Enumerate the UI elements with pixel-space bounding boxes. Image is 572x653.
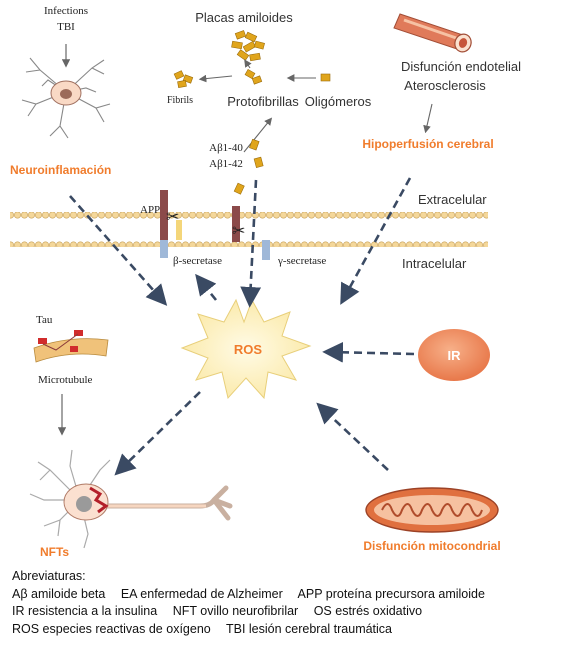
arrow-hipoperfusion-ros — [340, 177, 412, 305]
ir-label: IR — [448, 348, 462, 363]
abeta-peptide-icon — [233, 138, 264, 195]
gamma-secretase-icon — [262, 240, 270, 260]
insulin-resistance-icon — [418, 329, 490, 381]
extracelular-label: Extracelular — [418, 192, 487, 207]
neuron-nft-icon — [29, 449, 233, 549]
abbrev-item: APP proteína precursora amiloide — [297, 586, 485, 601]
abbreviations-line-3: ROS especies reactivas de oxígeno TBI le… — [12, 621, 568, 639]
nfts-label: NFTs — [40, 545, 69, 559]
app-protein-icon: APP — [140, 190, 182, 258]
cell-membrane — [10, 212, 488, 247]
aterosclerosis-label: Aterosclerosis — [404, 78, 486, 93]
arrow-ros-secretase — [195, 273, 218, 301]
microtubule-icon — [33, 330, 109, 363]
arrow-neuroinflammation-ros — [69, 195, 168, 306]
oligomer-icon — [320, 73, 331, 82]
tau-label: Tau — [36, 314, 53, 326]
intracelular-label: Intracelular — [402, 256, 467, 271]
fibrils-icon — [173, 70, 194, 88]
abbrev-item: ROS especies reactivas de oxígeno — [12, 621, 211, 636]
placas-label: Placas amiloides — [195, 10, 293, 25]
ab42-label: Aβ1-42 — [209, 158, 243, 170]
alzheimer-ros-diagram: Infections TBI Neuroinflamación Placas a… — [10, 5, 521, 559]
protofibrils-icon — [244, 68, 263, 85]
ros-label: ROS — [234, 342, 263, 357]
abbrev-item: IR resistencia a la insulina — [12, 604, 158, 618]
abbreviations-line-2: IR resistencia a la insulina NFT ovillo … — [12, 603, 568, 621]
abbreviations-block: Abreviaturas: Aβ amiloide beta EA enferm… — [12, 568, 568, 638]
abbrev-item: TBI lesión cerebral traumática — [225, 621, 393, 636]
tbi-label: TBI — [57, 21, 75, 33]
infections-label: Infections — [44, 5, 88, 17]
disfuncion-endotelial-label: Disfunción endotelial — [401, 59, 521, 74]
app-cleaved-icon: ✂ — [232, 206, 245, 242]
svg-text:✂: ✂ — [232, 223, 245, 240]
scissors-icon: ✂ — [166, 209, 179, 226]
ros-burst-icon — [180, 298, 312, 400]
ab40-label: Aβ1-40 — [209, 142, 243, 154]
abbrev-item: EA enfermedad de Alzheimer — [120, 586, 283, 601]
abbrev-item: NFT ovillo neurofibrilar — [172, 604, 299, 618]
abbrev-item: Aβ amiloide beta — [12, 586, 106, 601]
microtubule-label: Microtubule — [38, 374, 92, 386]
microglia-icon: Infections TBI — [21, 5, 111, 139]
disfuncion-mitocondrial-label: Disfunción mitocondrial — [363, 539, 500, 553]
abbreviations-line-1: Aβ amiloide beta EA enfermedad de Alzhei… — [12, 586, 568, 604]
app-label: APP — [140, 204, 160, 216]
abbrev-item: OS estrés oxidativo — [313, 604, 423, 618]
fibrils-label: Fibrils — [167, 95, 193, 106]
neuroinflamacion-label: Neuroinflamación — [10, 163, 111, 177]
arrow-ros-nft — [114, 391, 201, 476]
beta-secretase-label: β-secretase — [173, 255, 222, 267]
arrow-mitochondria-ros — [316, 402, 389, 471]
arrow-abeta-ros — [240, 179, 262, 308]
arrow-ir-ros — [322, 341, 415, 363]
gamma-secretase-label: γ-secretase — [277, 255, 326, 267]
mitochondrion-icon — [365, 487, 499, 533]
protofibrillas-label: Protofibrillas — [227, 94, 299, 109]
amyloid-plaque-icon — [231, 30, 265, 62]
abbreviations-title: Abreviaturas: — [12, 569, 86, 583]
blood-vessel-icon — [393, 13, 472, 53]
oligomeros-label: Oligómeros — [305, 94, 372, 109]
hipoperfusion-label: Hipoperfusión cerebral — [362, 137, 493, 151]
